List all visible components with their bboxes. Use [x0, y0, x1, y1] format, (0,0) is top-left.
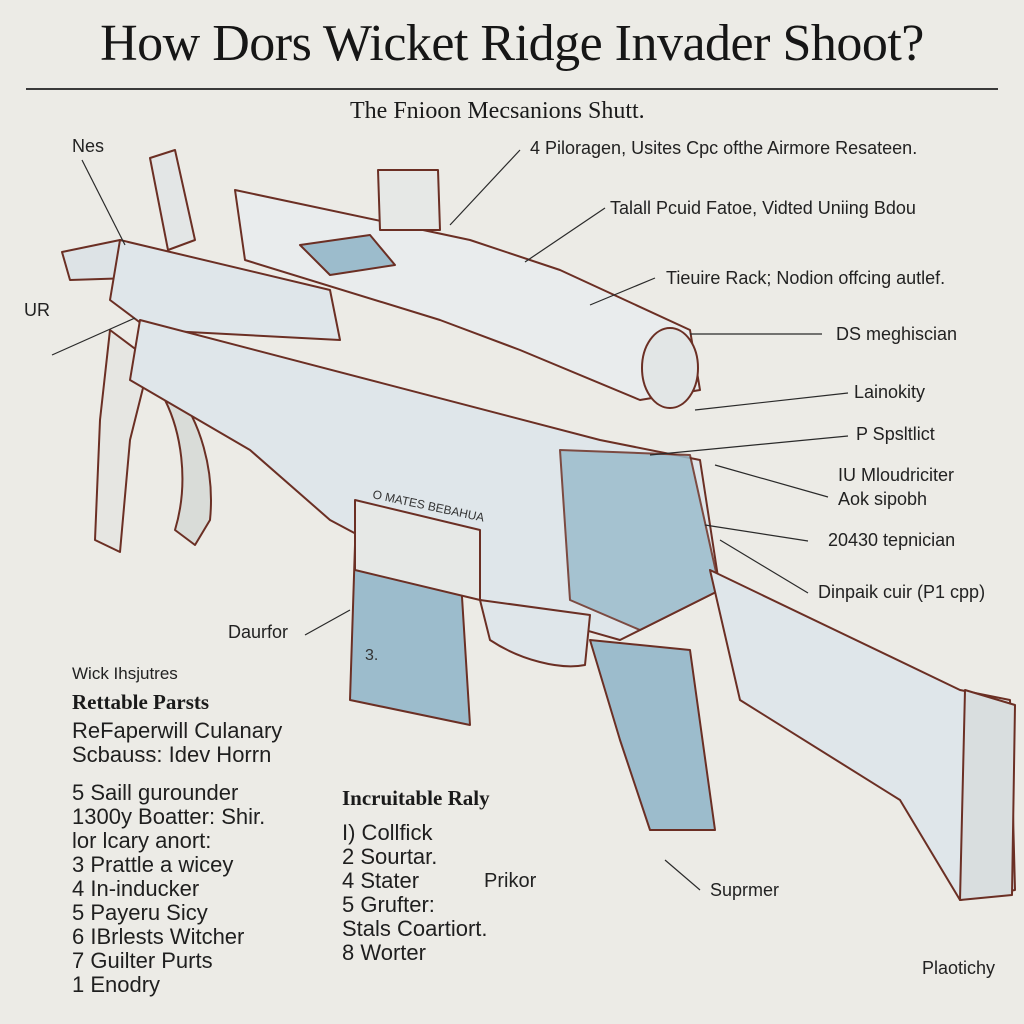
left-parts-list: Wick Ihsjutres Rettable Parsts ReFaperwi…	[72, 664, 282, 997]
right-list-heading: Incruitable Raly	[342, 786, 490, 810]
scope-plate	[299, 234, 396, 276]
page-title: How Dors Wicket Ridge Invader Shoot?	[100, 15, 924, 72]
callout-aok: Aok sipobh	[838, 489, 928, 509]
right-parts-list: Incruitable Raly I) Collfick 2 Sourtar. …	[342, 786, 490, 965]
list-item: 2 Sourtar.	[342, 844, 438, 869]
leader-lainokity	[694, 392, 849, 411]
callout-talall: Talall Pcuid Fatoe, Vidted Uniing Bdou	[610, 198, 916, 218]
leader-talall	[524, 207, 606, 263]
callout-lainokity: Lainokity	[854, 382, 926, 402]
list-item: lor lcary anort:	[72, 828, 212, 853]
callout-plaotichy: Plaotichy	[922, 958, 996, 978]
list-item: 8 Worter	[342, 940, 426, 965]
list-item: 1300y Boatter: Shir.	[72, 804, 266, 829]
list-item: 6 IBrlests Witcher	[72, 924, 245, 949]
scope-mount	[377, 169, 441, 231]
callout-mloudriciter: IU Mloudriciter	[838, 465, 955, 485]
callout-prikor: Prikor	[484, 870, 537, 892]
list-item: Scbauss: Idev Horrn	[72, 742, 272, 767]
callout-pilo: 4 Piloragen, Usites Cpc ofthe Airmore Re…	[530, 138, 918, 158]
callout-num: 20430 tepnician	[828, 530, 956, 550]
leader-nes	[81, 159, 126, 246]
left-list-caption: Wick Ihsjutres	[72, 664, 178, 683]
leader-spsltlict	[649, 435, 849, 456]
list-item: ReFaperwill Culanary	[72, 718, 283, 743]
trigger-guard	[479, 599, 591, 668]
leader-mloudriciter	[714, 464, 829, 498]
list-item: 1 Enodry	[72, 972, 161, 997]
list-item: 4 Stater	[342, 868, 420, 893]
leader-tieuire	[589, 277, 656, 306]
left-list-heading: Rettable Parsts	[72, 690, 210, 714]
leader-ur	[51, 317, 136, 356]
callout-tieuire: Tieuire Rack; Nodion offcing autlef.	[666, 268, 946, 288]
callout-suprmer: Suprmer	[710, 880, 780, 900]
leader-num	[704, 524, 809, 542]
callout-dinpaik: Dinpaik cuir (P1 cpp)	[818, 582, 986, 602]
leader-daurfor	[304, 609, 351, 636]
list-item: 5 Payeru Sicy	[72, 900, 208, 925]
list-item: I) Collfick	[342, 820, 433, 845]
leader-dinpaik	[719, 539, 809, 594]
list-item: Stals Coartiort.	[342, 916, 488, 941]
callout-ds: DS meghiscian	[836, 324, 958, 344]
title-divider	[26, 88, 998, 90]
list-item: 4 In-inducker	[72, 876, 200, 901]
list-item: 5 Saill gurounder	[72, 780, 239, 805]
list-item: 7 Guilter Purts	[72, 948, 213, 973]
scope-lens	[641, 327, 699, 409]
pistol-grip	[589, 639, 716, 831]
front-sight	[149, 149, 196, 251]
bipod-arc	[164, 389, 212, 546]
callout-ur: UR	[24, 300, 50, 320]
callout-nes: Nes	[72, 136, 105, 156]
handguard	[109, 239, 341, 341]
stock-buttpad	[959, 689, 1016, 901]
magazine-mark: 3.	[365, 647, 378, 664]
leader-pilo	[449, 149, 521, 226]
subtitle: The Fnioon Mecsanions Shutt.	[350, 98, 645, 124]
list-item: 3 Prattle a wicey	[72, 852, 234, 877]
callout-daurfor: Daurfor	[228, 622, 289, 642]
list-item: 5 Grufter:	[342, 892, 435, 917]
leader-suprmer	[664, 859, 701, 891]
mechanism-block	[559, 449, 721, 631]
callout-spsltlict: P Spsltlict	[856, 424, 935, 444]
